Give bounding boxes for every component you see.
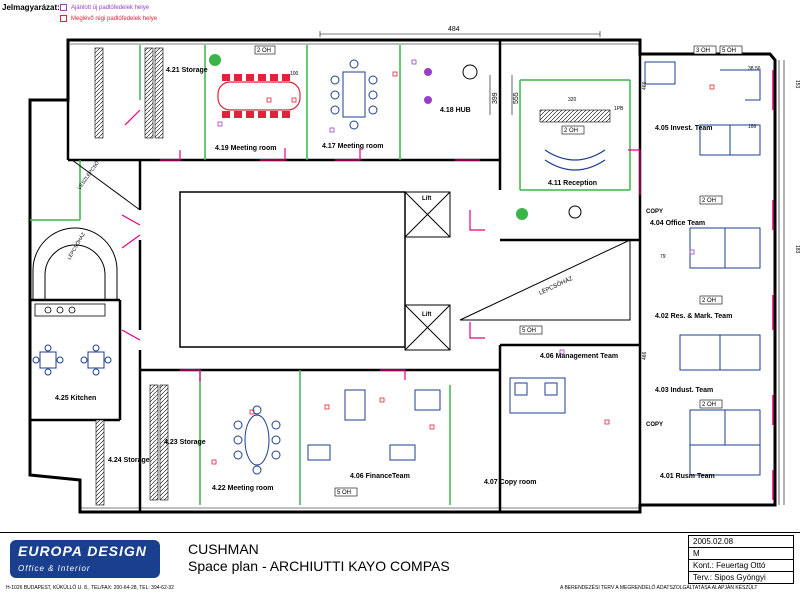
lift-shafts <box>404 191 451 351</box>
oh-label-4: 2 OH <box>564 128 578 134</box>
management-desks <box>509 377 566 414</box>
storage-shelving-lower <box>95 384 169 506</box>
kitchen-tables <box>32 344 112 376</box>
oh-label-7: 2 OH <box>702 298 716 304</box>
legend-swatch-old <box>60 15 67 22</box>
logo-text-bottom: Office & Interior <box>18 564 91 573</box>
oh-label-8: 2 OH <box>702 402 716 408</box>
title-block <box>0 532 800 598</box>
dim-1pb: 1PB <box>614 106 624 112</box>
floor-box-old <box>211 71 715 465</box>
logo-text-top: EUROPA DESIGN <box>18 543 147 559</box>
room-label-storage-424: 4.24 Storage <box>108 457 150 464</box>
room-label-management: 4.06 Management Team <box>540 353 618 360</box>
dim-79: 79 <box>660 254 666 260</box>
room-label-meeting-417: 4.17 Meeting room <box>322 143 383 150</box>
meeting-419-plant <box>209 54 221 66</box>
dim-466b: 466 <box>642 351 648 360</box>
window-lines <box>70 43 785 509</box>
room-label-invest: 4.05 Invest. Team <box>655 125 712 132</box>
drawing-scale: M <box>688 547 794 559</box>
dim-320: 320 <box>568 97 577 103</box>
drawing-designer: Terv.: Sipos Gyöngyi <box>688 571 794 584</box>
legend-swatch-new <box>60 4 67 11</box>
room-label-reception: 4.11 Reception <box>548 180 597 187</box>
dim-166: 166 <box>748 124 757 130</box>
room-label-res-mark: 4.02 Res. & Mark. Team <box>655 313 732 320</box>
dim-3856: 38 56 <box>748 66 761 72</box>
storage-shelving-421 <box>94 47 164 139</box>
copy-label-1: COPY <box>646 209 663 215</box>
drawing-info: 2005.02.08 M Kont.: Feuertag Ottó Terv.:… <box>688 535 794 584</box>
oh-label-2: 3 OH <box>696 48 710 54</box>
oh-label-9: 5 OH <box>337 490 351 496</box>
reception-plant <box>516 208 528 220</box>
dim-555: 555 <box>513 92 520 104</box>
room-label-copy-room: 4.07 Copy room <box>484 479 537 486</box>
dim-153: 153 <box>794 80 800 89</box>
drawing-note: A BERENDEZÉSI TERV A MEGRENDELŐ ADATSZOL… <box>560 585 758 591</box>
oh-labels: 2 OH 3 OH 5 OH 2 OH 2 OH 5 OH 2 OH 2 OH … <box>254 45 743 497</box>
legend-item-old: Meglévő régi padlófedelek helye <box>60 15 157 22</box>
oh-label-3: 5 OH <box>722 48 736 54</box>
lift-label-1: Lift <box>422 196 431 202</box>
outer-walls <box>28 38 777 514</box>
reception-bench <box>539 109 611 123</box>
room-label-meeting-422: 4.22 Meeting room <box>212 485 273 492</box>
room-label-finance: 4.06 FinanceTeam <box>350 473 410 480</box>
oh-label-6: 5 OH <box>522 328 536 334</box>
hub-plants <box>424 68 432 104</box>
client-name: CUSHMAN <box>188 541 259 557</box>
meeting-table-419 <box>217 74 301 118</box>
floor-box-new <box>217 59 695 355</box>
central-atrium <box>179 191 406 348</box>
right-wing-workstations <box>644 61 761 476</box>
reception-round-table <box>568 205 582 219</box>
project-title: Space plan - ARCHIUTTI KAYO COMPAS <box>188 558 450 574</box>
room-label-storage-421: 4.21 Storage <box>166 67 208 74</box>
oh-label-1: 2 OH <box>257 48 271 54</box>
drawing-date: 2005.02.08 <box>688 535 794 547</box>
dim-466a: 466 <box>642 81 648 90</box>
dim-100: 100 <box>290 71 299 77</box>
room-label-indust: 4.03 Indust. Team <box>655 387 713 394</box>
drawing-controller: Kont.: Feuertag Ottó <box>688 559 794 571</box>
legend-label-old: Meglévő régi padlófedelek helye <box>71 15 158 22</box>
meeting-table-417 <box>330 59 378 130</box>
dimension-lines <box>319 31 601 115</box>
kitchen-counter <box>34 303 106 317</box>
meeting-table-422 <box>233 405 281 475</box>
hub-round-table <box>462 64 478 80</box>
dim-484: 484 <box>448 26 460 33</box>
oh-label-5: 2 OH <box>702 198 716 204</box>
copy-label-2: COPY <box>646 422 663 428</box>
room-label-meeting-419: 4.19 Meeting room <box>215 145 276 152</box>
dim-183: 183 <box>794 245 800 254</box>
stair-label-main: LÉPCSŐHÁZ <box>538 275 574 297</box>
green-partitions <box>30 45 631 505</box>
room-label-kitchen: 4.25 Kitchen <box>55 395 96 402</box>
lift-label-2: Lift <box>422 312 431 318</box>
legend-label-new: Ajánlott új padlófedelek helye <box>71 4 150 11</box>
company-address: H-1026 BUDAPEST, KÜKÜLLŐ U. 8., TEL/FAX:… <box>6 585 174 591</box>
room-label-office-team: 4.04 Office Team <box>650 220 705 227</box>
reception-desk <box>544 149 606 171</box>
room-label-rusm: 4.01 Rusm Team <box>660 473 715 480</box>
doors <box>121 109 641 382</box>
legend-title: Jelmagyarázat: <box>2 3 60 12</box>
floor-plan: 484 399 555 100 320 1PB 466 466 79 153 1… <box>28 26 800 514</box>
legend-item-new: Ajánlott új padlófedelek helye <box>60 4 149 11</box>
dim-399: 399 <box>492 92 499 104</box>
staircase-diagonal <box>71 159 631 321</box>
room-label-hub: 4.18 HUB <box>440 107 471 114</box>
finance-desks <box>307 389 441 461</box>
left-stair-semicircle <box>32 227 118 300</box>
room-label-storage-423: 4.23 Storage <box>164 439 206 446</box>
company-logo: EUROPA DESIGN Office & Interior <box>10 540 160 578</box>
